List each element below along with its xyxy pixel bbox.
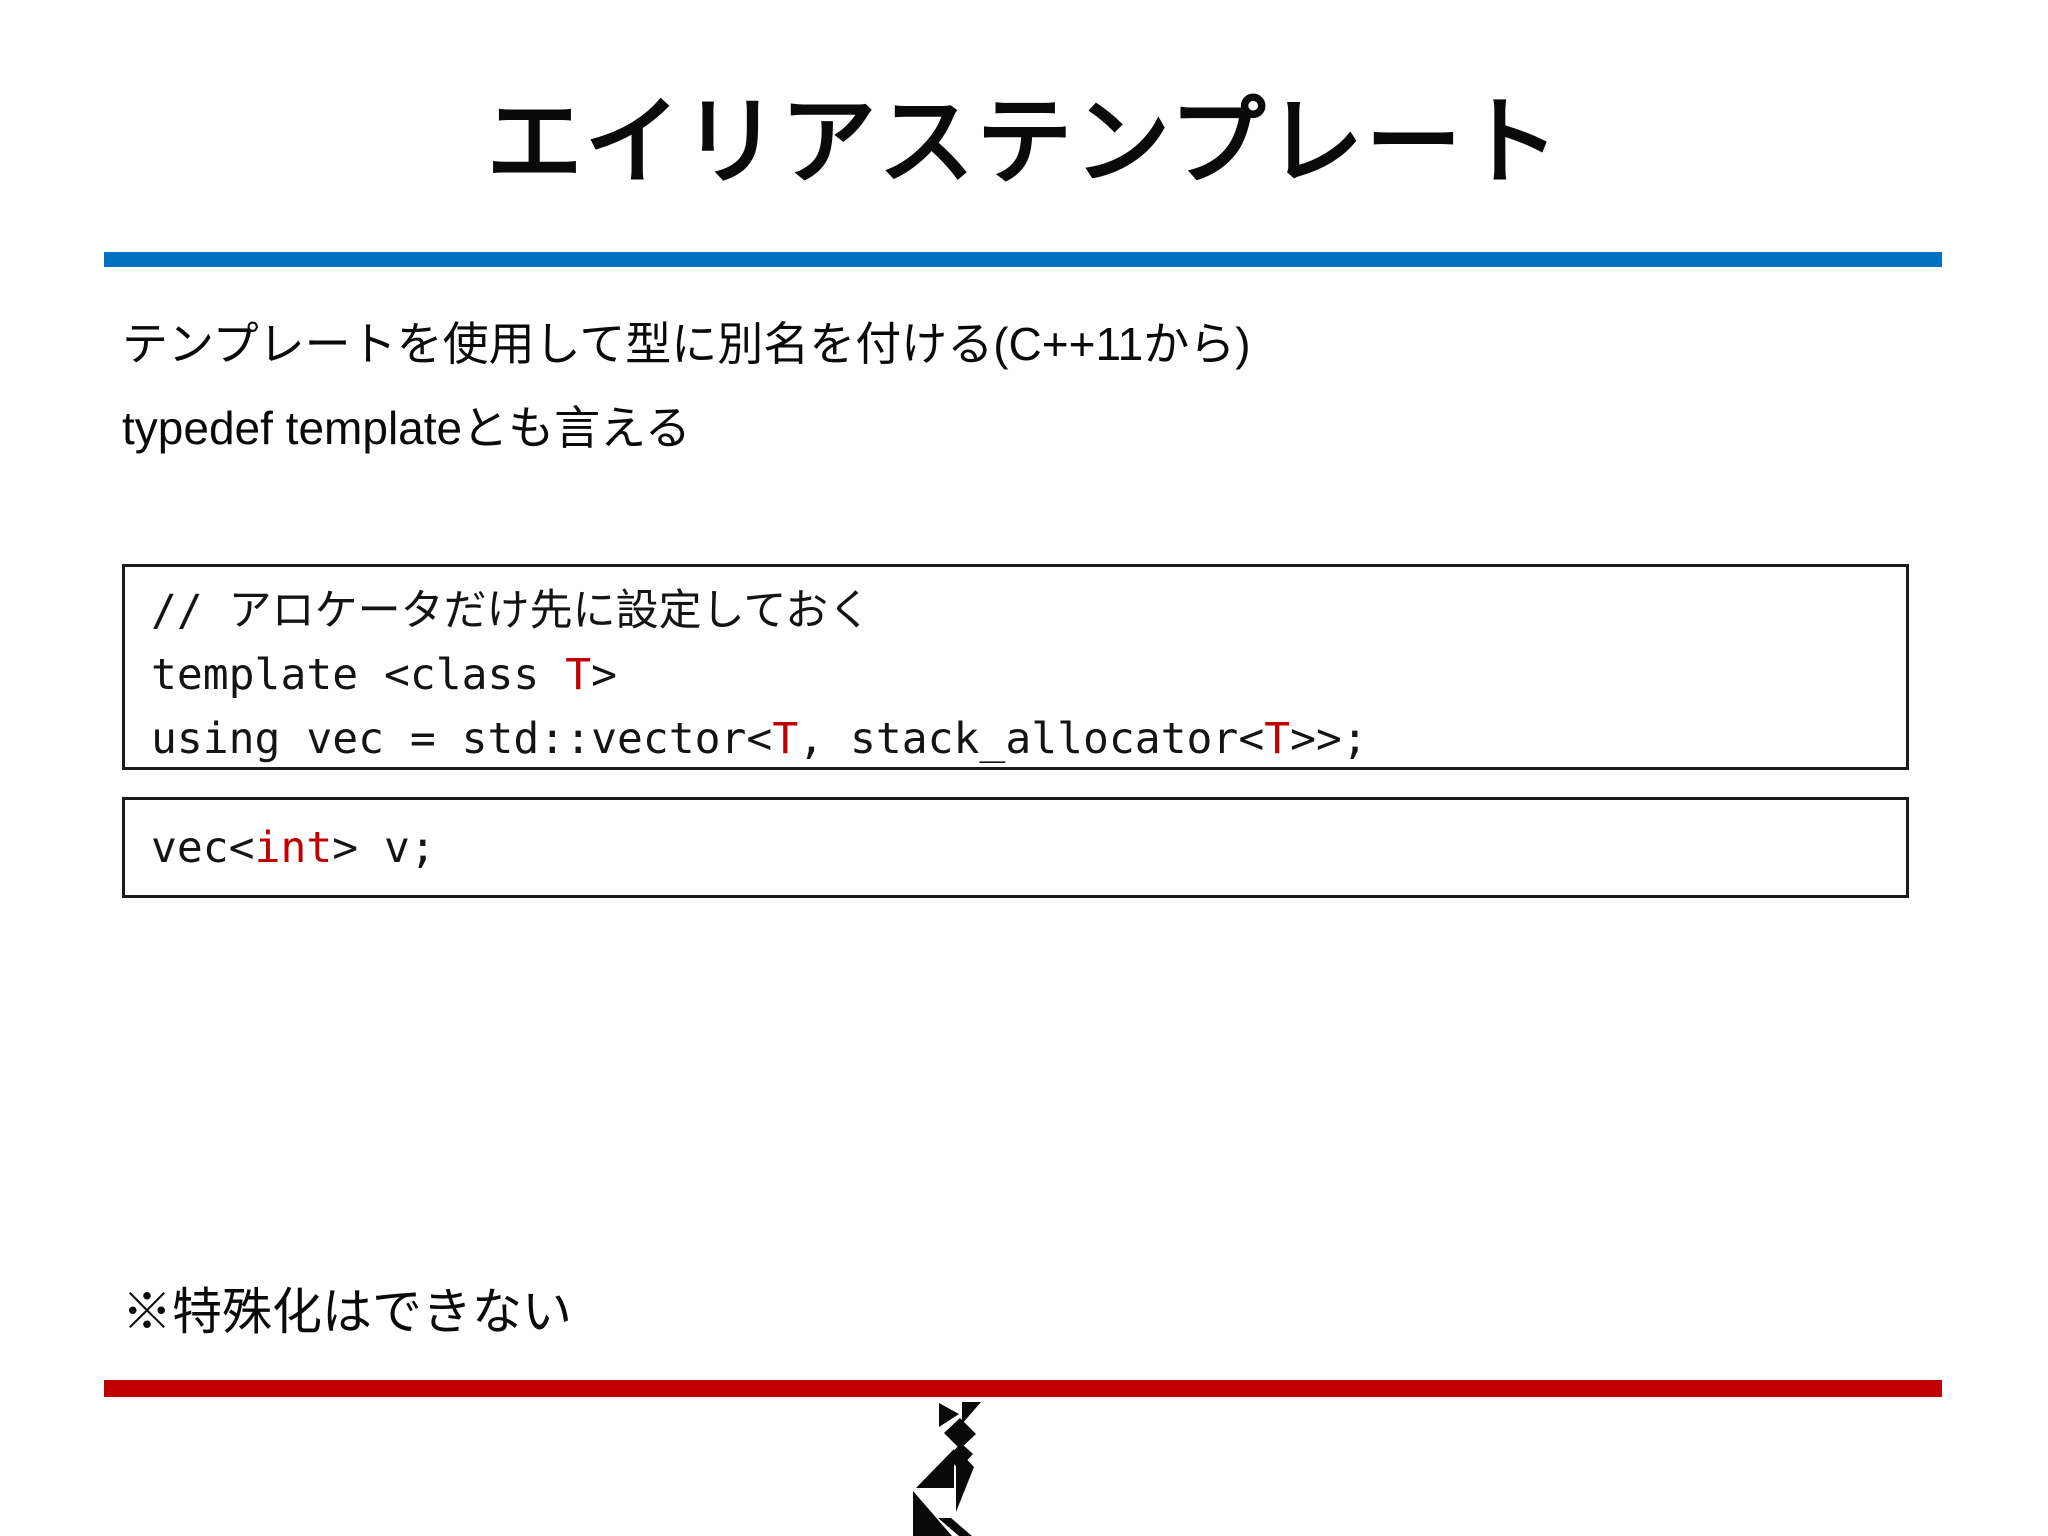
code-segment: > [591,650,617,700]
code-segment: T [772,714,799,764]
page-title: エイリアステンプレート [486,89,1562,196]
code-segment: template <class [151,650,566,700]
code-segment: T [1264,714,1291,764]
code-segment: // アロケータだけ先に設定しておく [151,586,872,636]
code-segment: using vec = std::vector< [151,714,773,764]
logo-ear-left [939,1403,959,1427]
code-segment: >>; [1290,714,1368,764]
code-segment: > v; [332,822,436,873]
note-text: ※特殊化はできない [122,1284,572,1340]
code-line: using vec = std::vector<T, stack_allocat… [151,707,1906,771]
logo-back [956,1448,974,1512]
code-line: vec<int> v; [151,816,436,880]
code-line: // アロケータだけ先に設定しておく [151,579,1906,643]
logo-base [913,1491,952,1536]
code-segment: vec< [151,822,255,873]
code-segment: T [565,650,592,700]
logo-body [916,1449,954,1488]
code-segment: int [254,822,333,873]
footer-rule [104,1380,1942,1397]
logo-tail [938,1518,972,1536]
code-block-usage: vec<int> v; [122,797,1909,898]
logo-ear-right [962,1402,981,1424]
logo-head [944,1418,976,1449]
code-segment: , stack_allocator< [798,714,1265,764]
title-underline-rule [104,252,1942,267]
tangram-cat-logo [913,1402,981,1536]
body-text-line-1: テンプレートを使用して型に別名を付ける(C++11から) [122,318,1251,370]
code-line: template <class T> [151,643,1906,707]
body-text-line-2: typedef templateとも言える [122,402,691,454]
